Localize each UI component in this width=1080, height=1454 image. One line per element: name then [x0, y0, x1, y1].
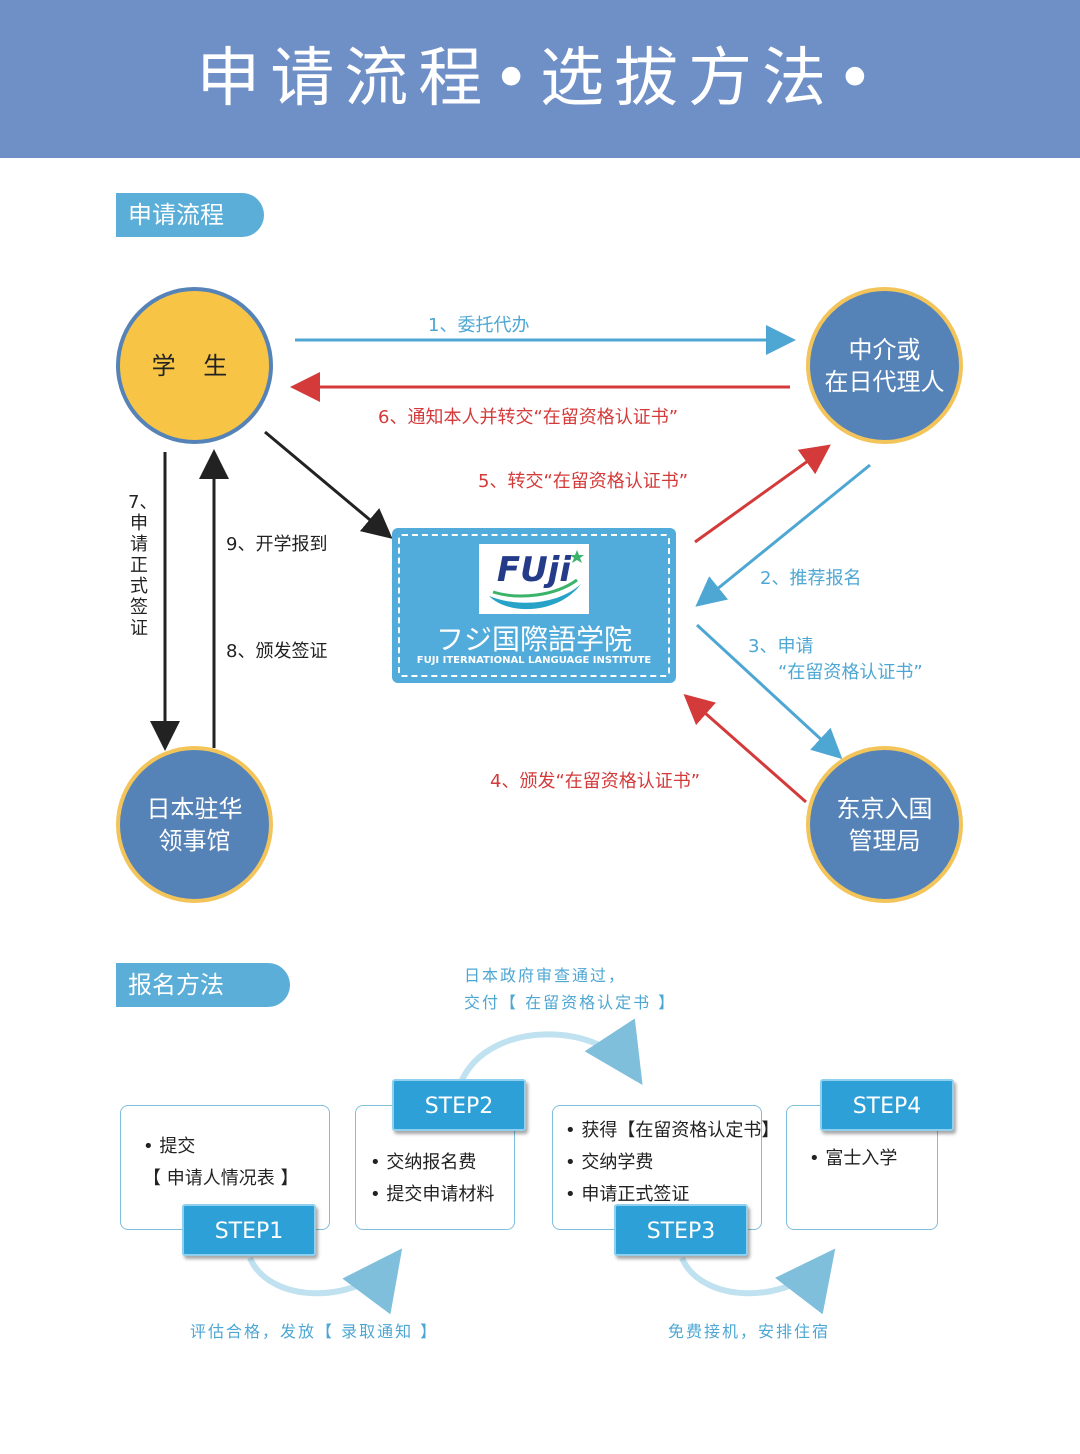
label-step-8: 8、颁发签证	[226, 641, 328, 662]
note-bottom-left: 评估合格，发放【 录取通知 】	[190, 1322, 439, 1341]
step4-badge: STEP4	[820, 1079, 954, 1131]
step3-item-2: • 交纳学费	[565, 1152, 654, 1173]
label-step-6: 6、通知本人并转交“在留资格认证书”	[378, 407, 679, 428]
logo-text: FUji	[496, 550, 572, 590]
label-step-7-vertical: 7、申请正式签证	[128, 492, 158, 639]
arrow-5	[694, 444, 831, 544]
step1-item-2: 【 申请人情况表 】	[143, 1168, 299, 1189]
section-tab-registration-method: 报名方法	[116, 963, 290, 1007]
step1-item-1: • 提交	[143, 1136, 196, 1157]
step3-badge: STEP3	[614, 1204, 748, 1256]
school-subtitle: FUJI ITERNATIONAL LANGUAGE INSTITUTE	[416, 655, 652, 666]
step1-badge: STEP1	[182, 1204, 316, 1256]
step3-item-1: • 获得【在留资格认定书】	[565, 1120, 780, 1141]
node-immigration-line1: 东京入国	[836, 794, 933, 823]
step2-item-1: • 交纳报名费	[370, 1152, 477, 1173]
node-student-label: 学 生	[151, 351, 238, 380]
header-banner: 申请流程•选拔方法•	[0, 0, 1080, 158]
school-name: フジ国際語学院	[435, 623, 632, 656]
node-consulate-line2: 领事馆	[158, 826, 231, 855]
curve-step1-to-step2	[247, 1248, 403, 1315]
label-step-3-line1: 3、申请	[748, 636, 814, 657]
arrow-2	[695, 463, 871, 607]
node-consulate-line1: 日本驻华	[146, 794, 243, 823]
node-consulate: 日本驻华 领事馆	[116, 746, 273, 903]
label-step-3-line2: “在留资格认证书”	[778, 662, 923, 683]
section-tab-application-process: 申请流程	[116, 193, 264, 237]
label-step-5: 5、转交“在留资格认证书”	[478, 471, 689, 492]
curve-step3-to-step4	[679, 1248, 836, 1315]
label-step-9: 9、开学报到	[226, 534, 328, 555]
logo-dashed-border	[398, 534, 670, 677]
arrow-student-to-school	[264, 430, 393, 539]
page-title: 申请流程•选拔方法•	[196, 42, 884, 116]
node-student: 学 生	[116, 287, 273, 444]
curve-step2-to-step3	[459, 1018, 643, 1086]
node-immigration-line2: 管理局	[848, 826, 921, 855]
note-bottom-right: 免费接机，安排住宿	[668, 1322, 831, 1341]
step2-badge: STEP2	[392, 1079, 526, 1131]
school-logo-mark: FUji	[479, 544, 589, 614]
node-agent-line2: 在日代理人	[824, 367, 945, 396]
arrow-3	[695, 623, 843, 760]
label-step-2: 2、推荐报名	[760, 568, 862, 589]
node-agent: 中介或 在日代理人	[806, 287, 963, 444]
node-immigration-bureau: 东京入国 管理局	[806, 746, 963, 903]
node-agent-line1: 中介或	[848, 335, 921, 364]
step3-item-3: • 申请正式签证	[565, 1184, 690, 1205]
label-step-1: 1、委托代办	[428, 315, 530, 336]
note-top-line2: 交付【 在留资格认定书 】	[464, 993, 677, 1012]
label-step-4: 4、颁发“在留资格认证书”	[490, 771, 701, 792]
step2-item-2: • 提交申请材料	[370, 1184, 495, 1205]
arrow-4	[683, 694, 807, 804]
step4-item-1: • 富士入学	[809, 1148, 898, 1169]
logo-swoosh-icon	[489, 550, 584, 610]
note-top-line1: 日本政府审查通过，	[464, 966, 627, 985]
school-logo-box: FUji フジ国際語学院 FUJI ITERNATIONAL LANGUAGE …	[392, 528, 676, 683]
